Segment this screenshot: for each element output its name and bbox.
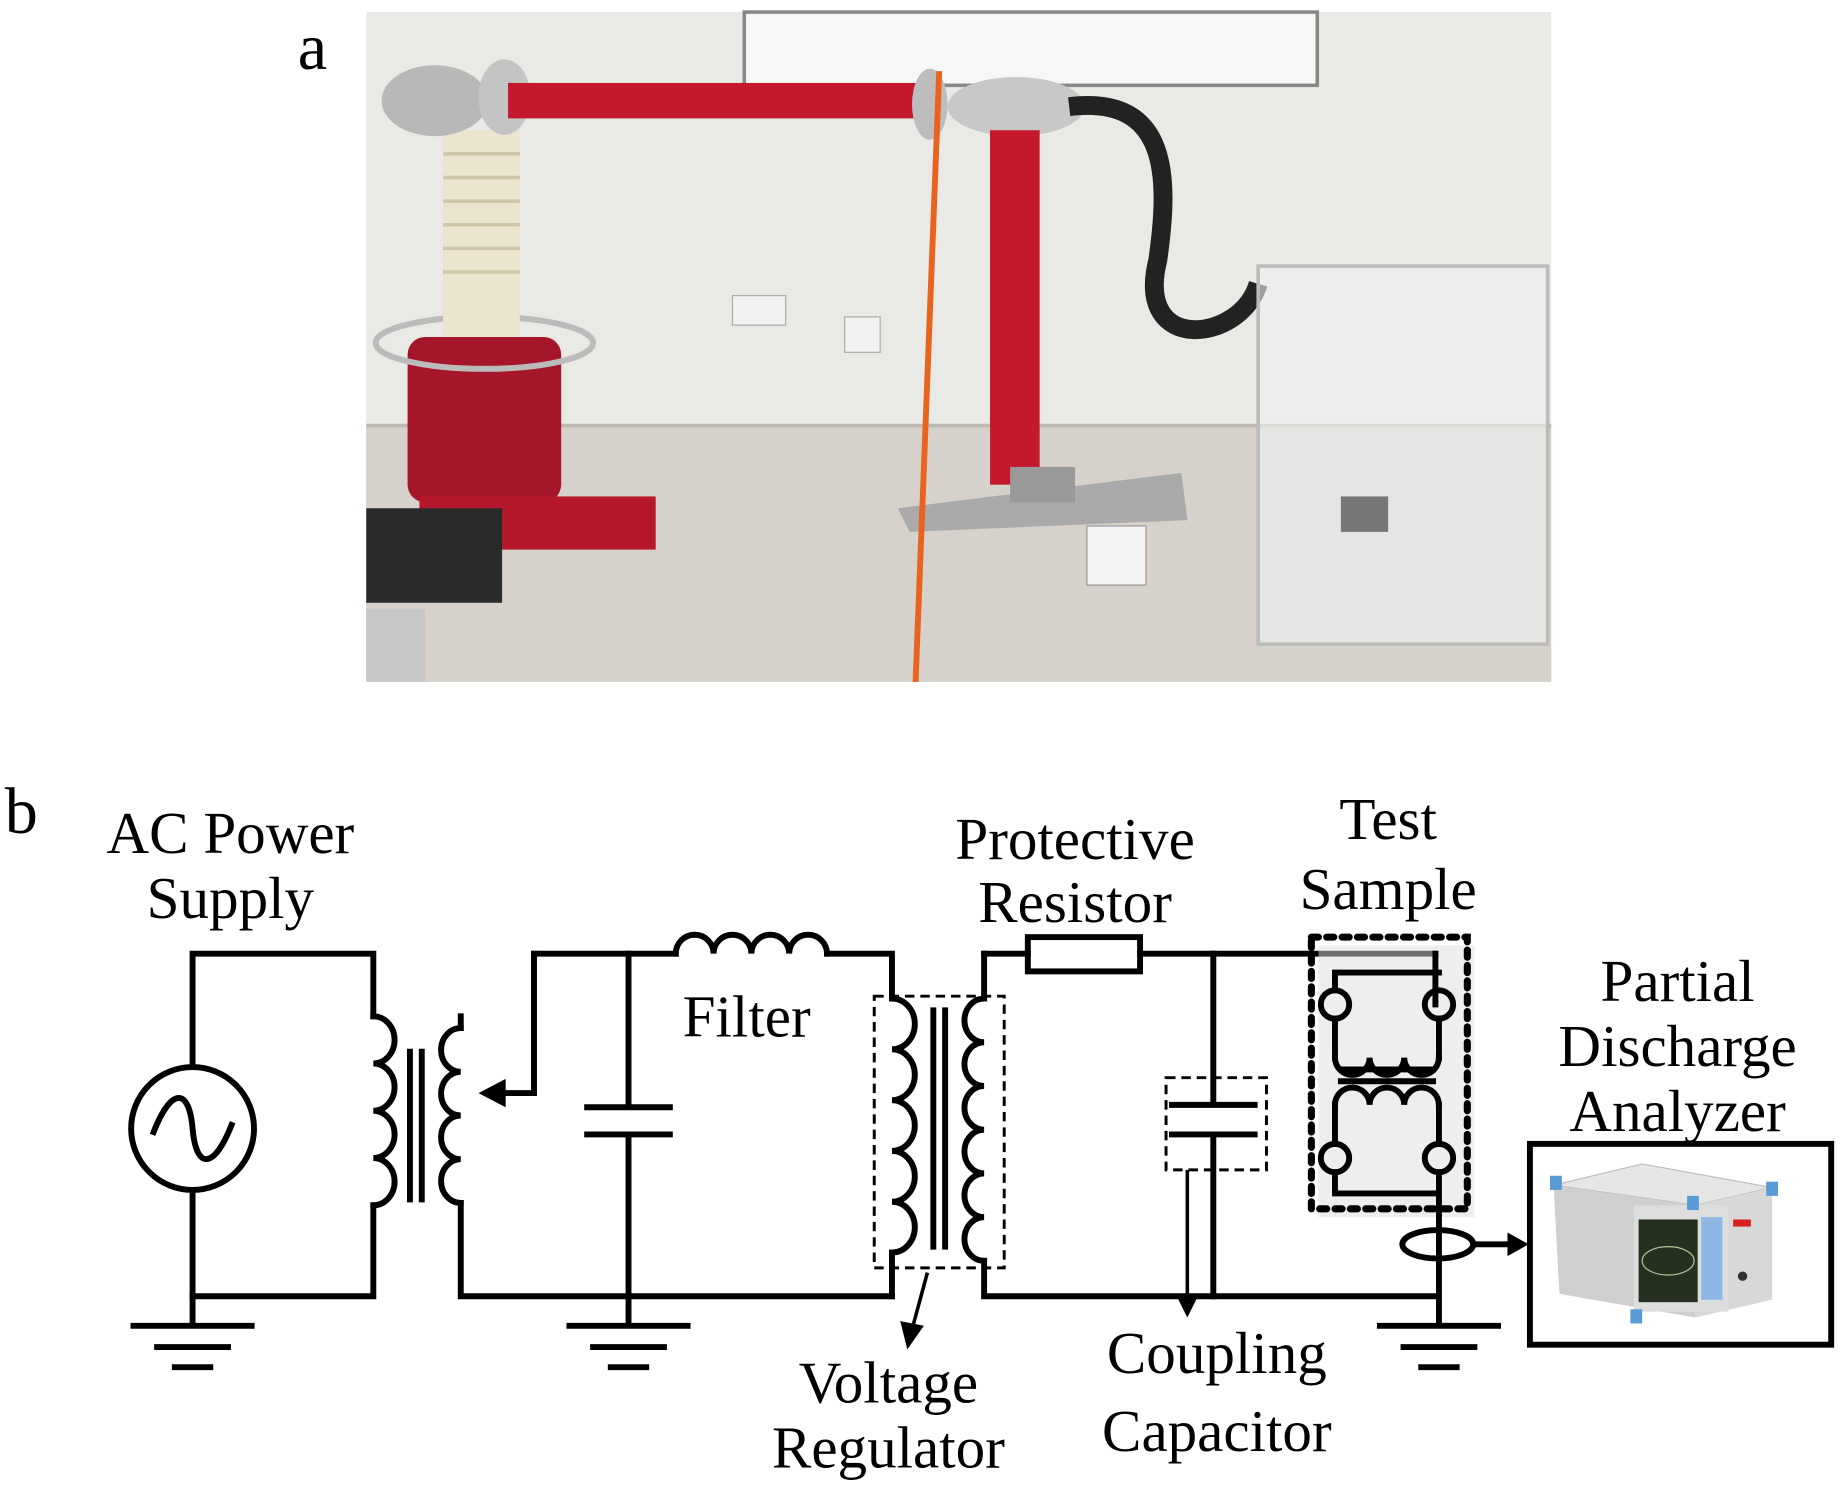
arrow-icon [1175,1293,1200,1318]
ac-label: AC Power Supply [107,800,355,931]
ground-icon [130,1293,255,1371]
panel-label-b: b [5,775,38,848]
filter-capacitor [566,950,691,1371]
label-regulator: Regulator [772,1415,1005,1481]
coil-sample-top [1332,1054,1442,1078]
label-analyzer: Analyzer [1569,1078,1786,1144]
label-discharge: Discharge [1558,1013,1796,1079]
sine-icon [149,1095,236,1162]
coil-regulator-primary [889,995,918,1256]
filter-inductor [672,931,830,957]
test-sample: Test Sample [1300,786,1529,1371]
label-protective: Protective [955,806,1194,872]
protective-resistor: Protective Resistor [955,806,1439,975]
label-ac-power: AC Power [107,800,355,866]
arrow-icon [1507,1232,1529,1257]
coil-secondary [438,1025,464,1206]
label-sample: Sample [1300,856,1477,922]
label-supply: Supply [147,865,315,931]
label-resistor: Resistor [978,869,1172,935]
input-transformer [370,950,895,1300]
ac-power-supply [128,950,377,1371]
arrow-icon [900,1321,924,1350]
arrow-icon [478,1078,506,1108]
lab-photo [366,10,1552,683]
coil-regulator-secondary [961,995,988,1264]
label-test: Test [1339,786,1437,852]
coupling-capacitor: Coupling Capacitor [1102,950,1332,1464]
coil-primary [370,1013,398,1209]
filter: Filter [531,931,895,1371]
panel-label-a: a [298,11,327,84]
label-coupling: Coupling [1107,1320,1327,1386]
label-capacitor: Capacitor [1102,1398,1332,1464]
voltage-regulator: Voltage Regulator [772,950,1439,1481]
label-filter: Filter [683,983,811,1049]
coil-sample-bottom [1332,1084,1442,1108]
partial-discharge-analyzer: Partial Discharge Analyzer [1526,948,1835,1348]
label-voltage: Voltage [799,1350,978,1416]
label-partial: Partial [1601,948,1755,1014]
